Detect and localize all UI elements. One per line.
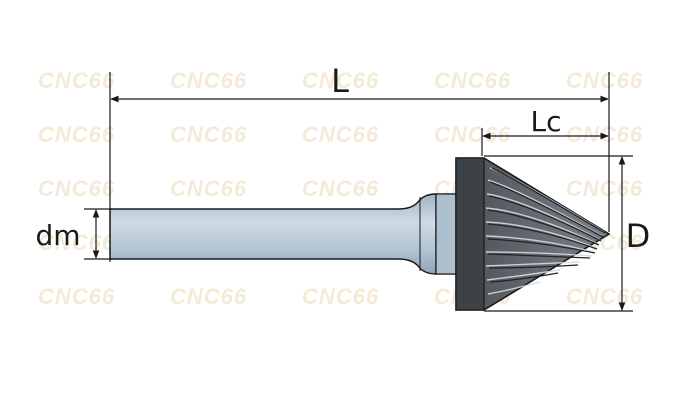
watermark-text: CNC66 [170,122,247,147]
label-L: L [331,62,349,100]
watermark-text: CNC66 [302,68,379,93]
watermark-text: CNC66 [38,122,115,147]
label-dm: dm [35,219,80,252]
watermark-text: CNC66 [302,122,379,147]
watermark-text: CNC66 [566,68,643,93]
watermark-text: CNC66 [566,176,643,201]
label-Lc: Lc [531,105,562,138]
label-D: D [626,217,651,255]
dimension-lines [92,95,626,311]
watermark-text: CNC66 [566,122,643,147]
watermark-text: CNC66 [170,68,247,93]
watermark-text: CNC66 [434,68,511,93]
watermark-text: CNC66 [434,122,511,147]
watermark-text: CNC66 [566,284,643,309]
watermark-text: CNC66 [170,176,247,201]
watermark-text: CNC66 [38,176,115,201]
watermark-text: CNC66 [38,284,115,309]
watermark-text: CNC66 [38,230,115,255]
shank [109,193,457,275]
watermark-text: CNC66 [170,284,247,309]
watermark-text: CNC66 [302,176,379,201]
watermark-text: CNC66 [38,68,115,93]
cutting-head [455,157,611,311]
watermark-text: CNC66 [302,284,379,309]
extension-lines [84,72,633,312]
flutes [485,167,605,295]
